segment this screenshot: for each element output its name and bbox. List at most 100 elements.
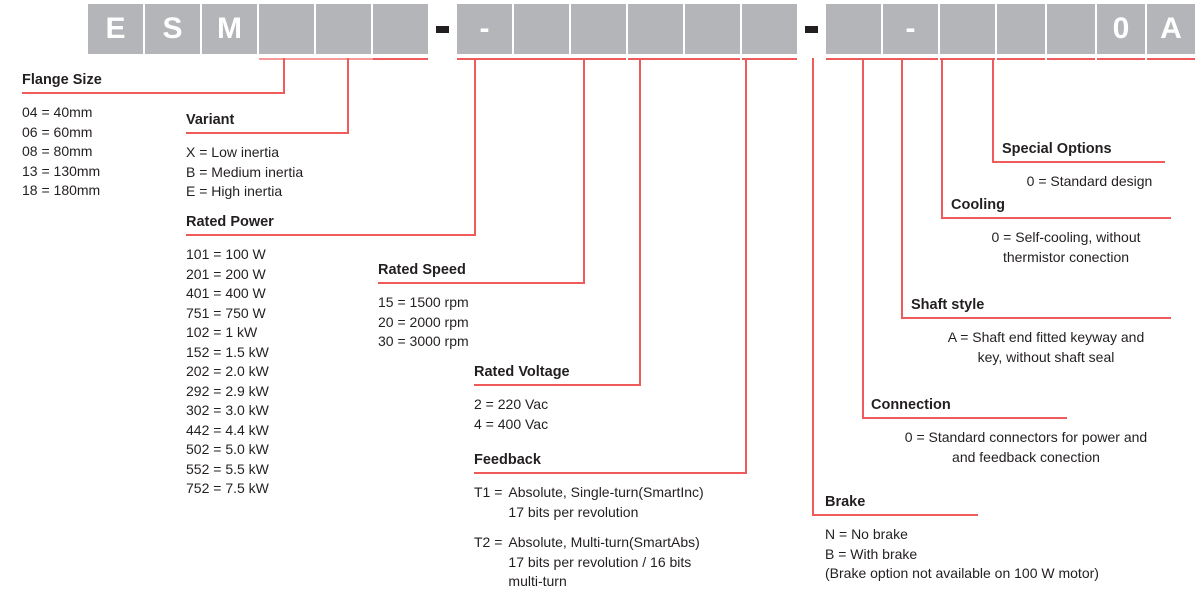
code-separator-1 [436,26,449,33]
leader-rated-speed-rule [378,282,585,284]
code-cell-1: E [88,4,143,54]
rated-power-items: 101 = 100 W 201 = 200 W 401 = 400 W 751 … [186,245,486,499]
list-item: 15 = 1500 rpm [378,294,469,310]
leader-rated-voltage-drop [639,58,641,386]
section-rated-voltage: Rated Voltage 2 = 220 Vac 4 = 400 Vac [474,364,649,434]
connection-title: Connection [871,397,951,413]
list-item: X = Low inertia [186,144,279,160]
leader-shaft-style-rule [901,317,1171,319]
list-item: 20 = 2000 rpm [378,313,469,330]
leader-cooling-drop [941,58,943,218]
list-item: 4 = 400 Vac [474,415,549,432]
leader-special-options-drop [992,58,994,162]
code-cell-10 [628,4,683,54]
connection-line-2: and feedback conection [952,448,1100,465]
leader-feedback-rule [474,472,747,474]
list-item: 04 = 40mm [22,104,93,120]
code-cell-2: S [145,4,200,54]
leader-connection-span [997,58,1045,60]
cooling-items: 0 = Self-cooling, without thermistor con… [951,228,1181,267]
leader-rated-voltage-rule [474,384,641,386]
section-brake: Brake N = No brake B = With brake (Brake… [825,494,1185,584]
feedback-title: Feedback [474,452,541,468]
feedback-value: Absolute, Single-turn(SmartInc) 17 bits … [508,484,704,520]
flange-size-items: 04 = 40mm 06 = 60mm 08 = 80mm 13 = 130mm… [22,103,292,201]
feedback-items: T1 = Absolute, Single-turn(SmartInc) 17 … [474,483,764,592]
rated-power-title: Rated Power [186,214,274,230]
list-item: 101 = 100 W [186,246,266,262]
list-item: 552 = 5.5 kW [186,460,269,477]
brake-items: N = No brake B = With brake (Brake optio… [825,525,1185,584]
code-cell-12 [742,4,797,54]
list-item: 152 = 1.5 kW [186,343,269,360]
list-item: 18 = 180mm [22,182,101,198]
leader-flange-size-span [259,58,373,60]
list-item: B = With brake [825,545,918,562]
feedback-value: Absolute, Multi-turn(SmartAbs) 17 bits p… [508,534,700,589]
feedback-key: T1 = [474,484,503,500]
list-item: 08 = 80mm [22,143,93,159]
section-special-options: Special Options 0 = Standard design [1002,141,1177,192]
cooling-line-1: 0 = Self-cooling, without [991,229,1141,245]
section-flange-size: Flange Size 04 = 40mm 06 = 60mm 08 = 80m… [22,72,292,201]
code-cell-17 [1047,4,1095,54]
shaft-style-items: A = Shaft end fitted keyway and key, wit… [911,328,1181,367]
brake-title: Brake [825,494,866,510]
code-cell-4 [259,4,314,54]
list-item: 442 = 4.4 kW [186,421,269,438]
section-feedback: Feedback T1 = Absolute, Single-turn(Smar… [474,452,764,592]
code-cell-3: M [202,4,257,54]
list-item: N = No brake [825,526,908,542]
shaft-style-line-1: A = Shaft end fitted keyway and [947,329,1145,345]
feedback-key: T2 = [474,534,503,550]
shaft-style-line-2: key, without shaft seal [977,348,1115,365]
list-item: 06 = 60mm [22,123,93,140]
leader-rated-speed-drop [583,58,585,284]
code-cell-11 [685,4,740,54]
list-item: T1 = Absolute, Single-turn(SmartInc) 17 … [474,483,764,522]
rated-voltage-title: Rated Voltage [474,364,570,380]
code-cell-14: - [883,4,938,54]
list-item: 302 = 3.0 kW [186,402,269,418]
leader-special-options-span [1147,58,1195,60]
part-number-code-row: E S M - - 0 A [0,0,1204,58]
list-item: 752 = 7.5 kW [186,480,269,496]
code-cell-18: 0 [1097,4,1145,54]
code-cell-7: - [457,4,512,54]
code-cell-6 [373,4,428,54]
list-item: 30 = 3000 rpm [378,333,469,349]
leader-variant-span [373,58,428,60]
cooling-line-2: thermistor conection [1002,248,1130,265]
leader-variant-rule [186,132,349,134]
special-options-title: Special Options [1002,141,1112,157]
code-cell-13 [826,4,881,54]
list-item: 292 = 2.9 kW [186,382,269,399]
leader-cooling-rule [941,217,1171,219]
rated-speed-items: 15 = 1500 rpm 20 = 2000 rpm 30 = 3000 rp… [378,293,593,352]
leader-rated-speed-span [628,58,740,60]
leader-rated-power-span [457,58,626,60]
leader-cooling-span [1097,58,1145,60]
rated-voltage-items: 2 = 220 Vac 4 = 400 Vac [474,395,649,434]
connection-line-1: 0 = Standard connectors for power and [904,429,1148,445]
code-cell-5 [316,4,371,54]
section-rated-speed: Rated Speed 15 = 1500 rpm 20 = 2000 rpm … [378,262,593,352]
leader-shaft-style-span [1047,58,1095,60]
code-cell-9 [571,4,626,54]
shaft-style-title: Shaft style [911,297,985,313]
list-item: 401 = 400 W [186,285,266,301]
leader-connection-drop [862,58,864,418]
list-item: 502 = 5.0 kW [186,441,269,457]
leader-rated-power-drop [474,58,476,236]
list-item: 751 = 750 W [186,304,266,321]
leader-feedback-span [826,58,938,60]
connection-items: 0 = Standard connectors for power and an… [871,428,1181,467]
cooling-title: Cooling [951,197,1005,213]
list-item: (Brake option not available on 100 W mot… [825,565,1099,581]
list-item: 13 = 130mm [22,162,101,179]
leader-brake-drop [812,58,814,516]
section-shaft-style: Shaft style A = Shaft end fitted keyway … [911,297,1181,367]
leader-rated-voltage-span [742,58,797,60]
section-cooling: Cooling 0 = Self-cooling, without thermi… [951,197,1181,267]
list-item: B = Medium inertia [186,163,304,180]
